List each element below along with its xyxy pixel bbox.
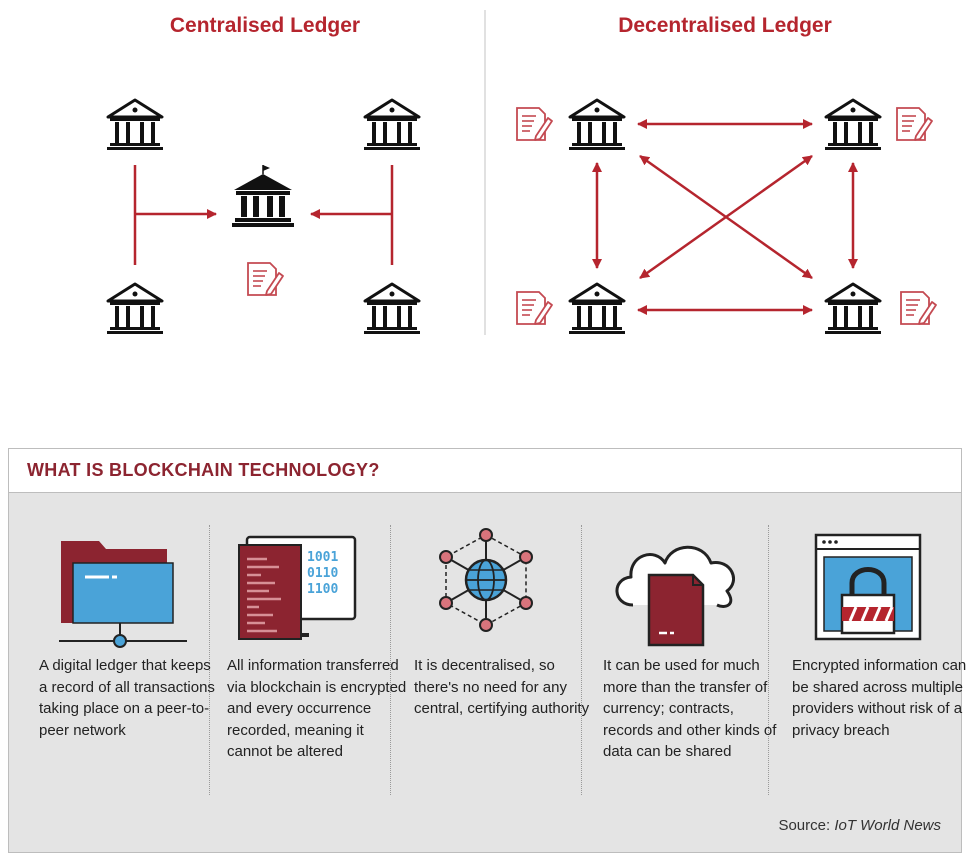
ledger-document-icon: [896, 107, 933, 141]
svg-text:1100: 1100: [307, 582, 338, 597]
info-text: It is decentralised, so there's no need …: [414, 657, 590, 717]
info-text: It can be used for much more than the tr…: [603, 657, 777, 760]
bank-icon: [105, 98, 165, 152]
info-column: Encrypted information can be shared acro…: [792, 525, 970, 805]
centralised-ledger-title: Centralised Ledger: [169, 14, 361, 37]
panel-header: WHAT IS BLOCKCHAIN TECHNOLOGY?: [9, 449, 961, 493]
ledger-document-icon: [516, 291, 553, 325]
bank-icon: [362, 98, 422, 152]
info-text: Encrypted information can be shared acro…: [792, 657, 967, 739]
info-text: All information transferred via blockcha…: [227, 657, 407, 760]
info-text: A digital ledger that keeps a record of …: [39, 657, 215, 739]
cloud-document-icon: [615, 545, 735, 647]
info-column: It is decentralised, so there's no need …: [414, 525, 600, 805]
central-bank-icon: [231, 164, 295, 228]
svg-text:1001: 1001: [307, 550, 338, 565]
ledger-document-icon: [247, 262, 284, 296]
column-divider: [581, 525, 582, 795]
padlock-browser-icon: [814, 533, 922, 641]
folder-network-icon: [59, 541, 187, 648]
bank-icon: [823, 282, 883, 336]
svg-text:0110: 0110: [307, 566, 338, 581]
binary-monitor-icon: 1001 0110 1100: [238, 535, 357, 640]
source-credit: Source: IoT World News: [778, 817, 941, 834]
ledger-document-icon: [900, 291, 937, 325]
ledger-diagram: [105, 10, 937, 336]
info-column: A digital ledger that keeps a record of …: [39, 525, 225, 805]
bank-icon: [567, 282, 627, 336]
bank-icon: [105, 282, 165, 336]
source-name: IoT World News: [834, 817, 941, 834]
bank-icon: [823, 98, 883, 152]
blockchain-info-panel: WHAT IS BLOCKCHAIN TECHNOLOGY? A digital…: [8, 448, 966, 853]
arrow: [639, 154, 813, 280]
decentralised-ledger-title: Decentralised Ledger: [618, 14, 832, 37]
column-divider: [390, 525, 391, 795]
ledger-document-icon: [516, 107, 553, 141]
column-divider: [768, 525, 769, 795]
info-column: It can be used for much more than the tr…: [603, 525, 789, 805]
bank-icon: [362, 282, 422, 336]
globe-network-icon: [439, 528, 533, 632]
info-column: 1001 0110 1100 All information transferr…: [227, 525, 413, 805]
panel-title: WHAT IS BLOCKCHAIN TECHNOLOGY?: [27, 460, 380, 480]
source-prefix: Source:: [778, 817, 835, 834]
bank-icon: [567, 98, 627, 152]
column-divider: [209, 525, 210, 795]
